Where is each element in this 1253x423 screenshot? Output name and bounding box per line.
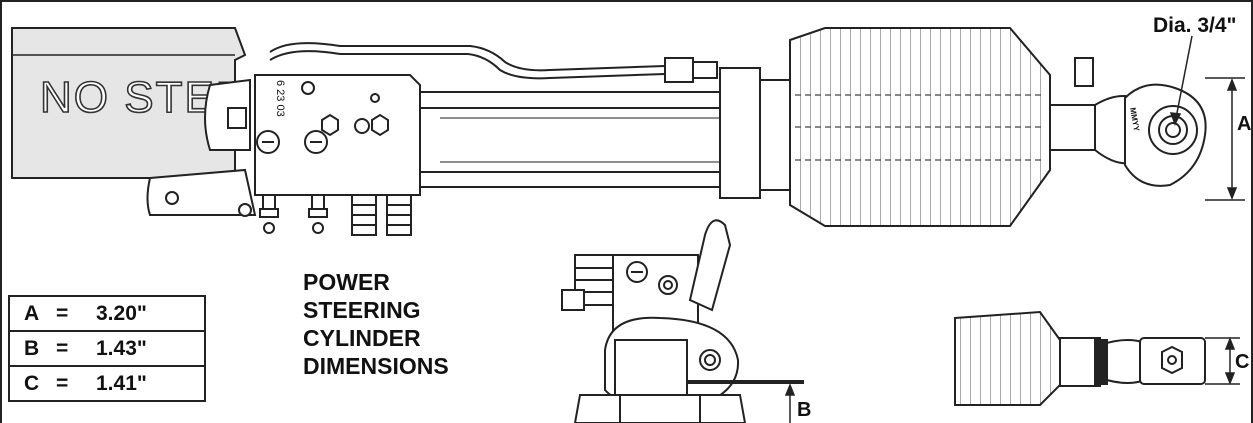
valve-number: 6 23 03	[274, 80, 286, 117]
dimension-value: 1.43"	[96, 336, 147, 360]
dimensions-table: A = 3.20" B = 1.43" C = 1.41"	[8, 295, 206, 402]
title-line: POWER	[303, 269, 390, 295]
valve-block	[254, 74, 421, 196]
rod-end-top	[1049, 57, 1207, 187]
mount-bracket	[146, 78, 257, 217]
bellows-boot	[789, 27, 1051, 227]
title-line: CYLINDER	[303, 325, 421, 351]
dimension-key: B	[24, 336, 40, 360]
title-line: STEERING	[303, 297, 421, 323]
dimension-key: C	[24, 371, 40, 395]
dimension-a	[1205, 77, 1245, 201]
diagram-title: POWER STEERING CYLINDER DIMENSIONS	[303, 268, 449, 380]
diameter-callout: Dia. 3/4"	[1153, 14, 1237, 37]
diameter-leader	[1169, 35, 1193, 126]
side-view-boot	[954, 310, 1061, 406]
dimension-value: 1.41"	[96, 371, 147, 395]
dimension-key: A	[24, 301, 40, 325]
dimension-c	[1205, 336, 1240, 386]
dimension-b	[688, 380, 804, 423]
bottom-fittings	[259, 194, 412, 236]
dimension-row: A = 3.20"	[8, 295, 206, 332]
end-view-assembly	[561, 219, 747, 423]
dimension-equals: =	[56, 301, 69, 325]
dimension-row: B = 1.43"	[8, 330, 206, 367]
dimension-c-label: C	[1235, 351, 1249, 373]
side-view-rod-end	[1059, 337, 1206, 387]
dimension-value: 3.20"	[96, 301, 147, 325]
dimension-equals: =	[56, 371, 69, 395]
dimension-equals: =	[56, 336, 69, 360]
dimension-a-label: A	[1237, 113, 1251, 135]
dimension-row: C = 1.41"	[8, 365, 206, 402]
rod-end-marking: MMYY	[1128, 107, 1141, 133]
dimension-b-label: B	[797, 399, 811, 421]
cylinder-barrel	[419, 67, 791, 199]
hydraulic-tube	[269, 42, 718, 83]
title-line: DIMENSIONS	[303, 353, 449, 379]
